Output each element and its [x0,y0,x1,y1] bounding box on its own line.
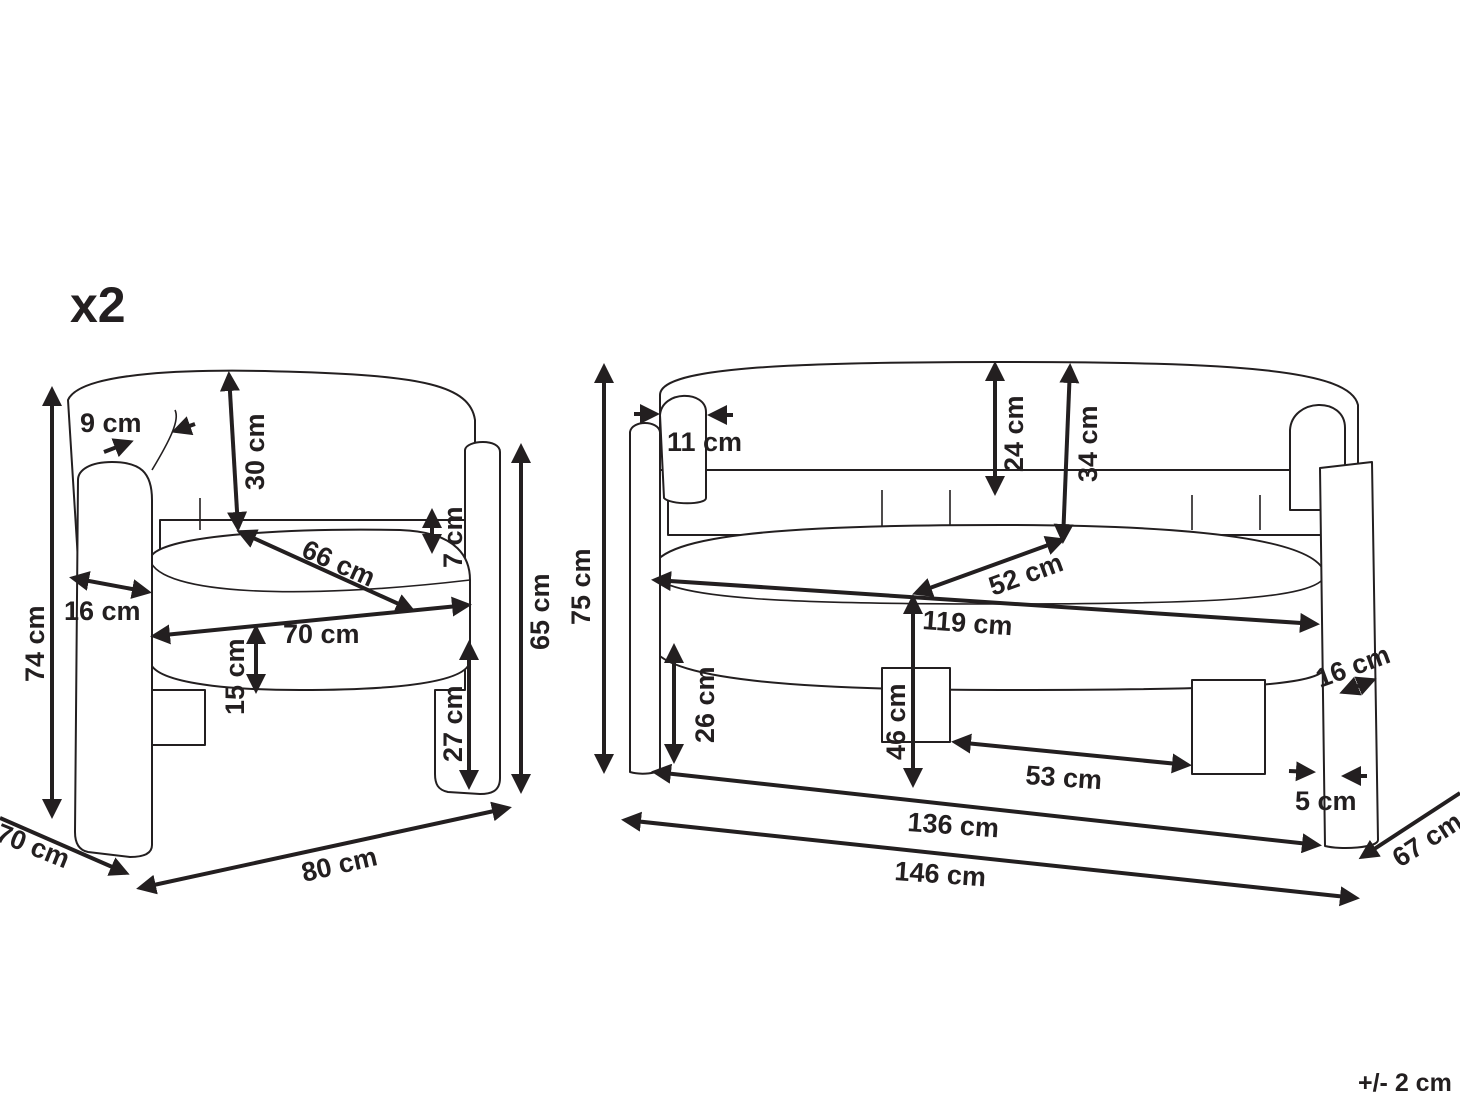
sofa-inner-width-label: 136 cm [907,807,1000,843]
armchair-backrest-thickness-label: 9 cm [80,408,142,438]
armchair-seat-thickness-label: 15 cm [220,638,250,715]
sofa-height-label: 75 cm [566,548,596,625]
sofa-backrest-thickness-label: 11 cm [667,427,742,457]
sofa-dimension-arrows [594,361,1460,907]
sofa-leg-width-label: 5 cm [1295,786,1357,816]
armchair-width-label: 80 cm [299,841,380,887]
armchair-cushion-height-label: 7 cm [438,506,468,568]
armchair-backrest-height-label: 30 cm [240,413,270,490]
sofa-seat-height-label: 46 cm [881,683,911,760]
armchair-seat-width-label: 70 cm [283,619,360,649]
tolerance-label: +/- 2 cm [1358,1069,1452,1095]
sofa-seat-width-label: 119 cm [922,605,1014,641]
armchair-depth-label: 70 cm [0,818,74,874]
quantity-label: x2 [70,277,126,333]
armchair-arm-height-label: 65 cm [525,573,555,650]
armchair-leg-clearance-label: 27 cm [438,685,468,762]
sofa-backrest-height-label: 34 cm [1073,405,1103,482]
armchair-height-label: 74 cm [20,605,50,682]
sofa-leg-gap-label: 53 cm [1025,760,1103,795]
sofa-leg-clearance-label: 26 cm [690,666,720,743]
sofa-backrest-inner-height-label: 24 cm [999,395,1029,472]
armchair-arm-width-label: 16 cm [64,596,141,626]
sofa-total-width-label: 146 cm [894,856,987,892]
armchair-dimension-arrows [0,371,531,895]
